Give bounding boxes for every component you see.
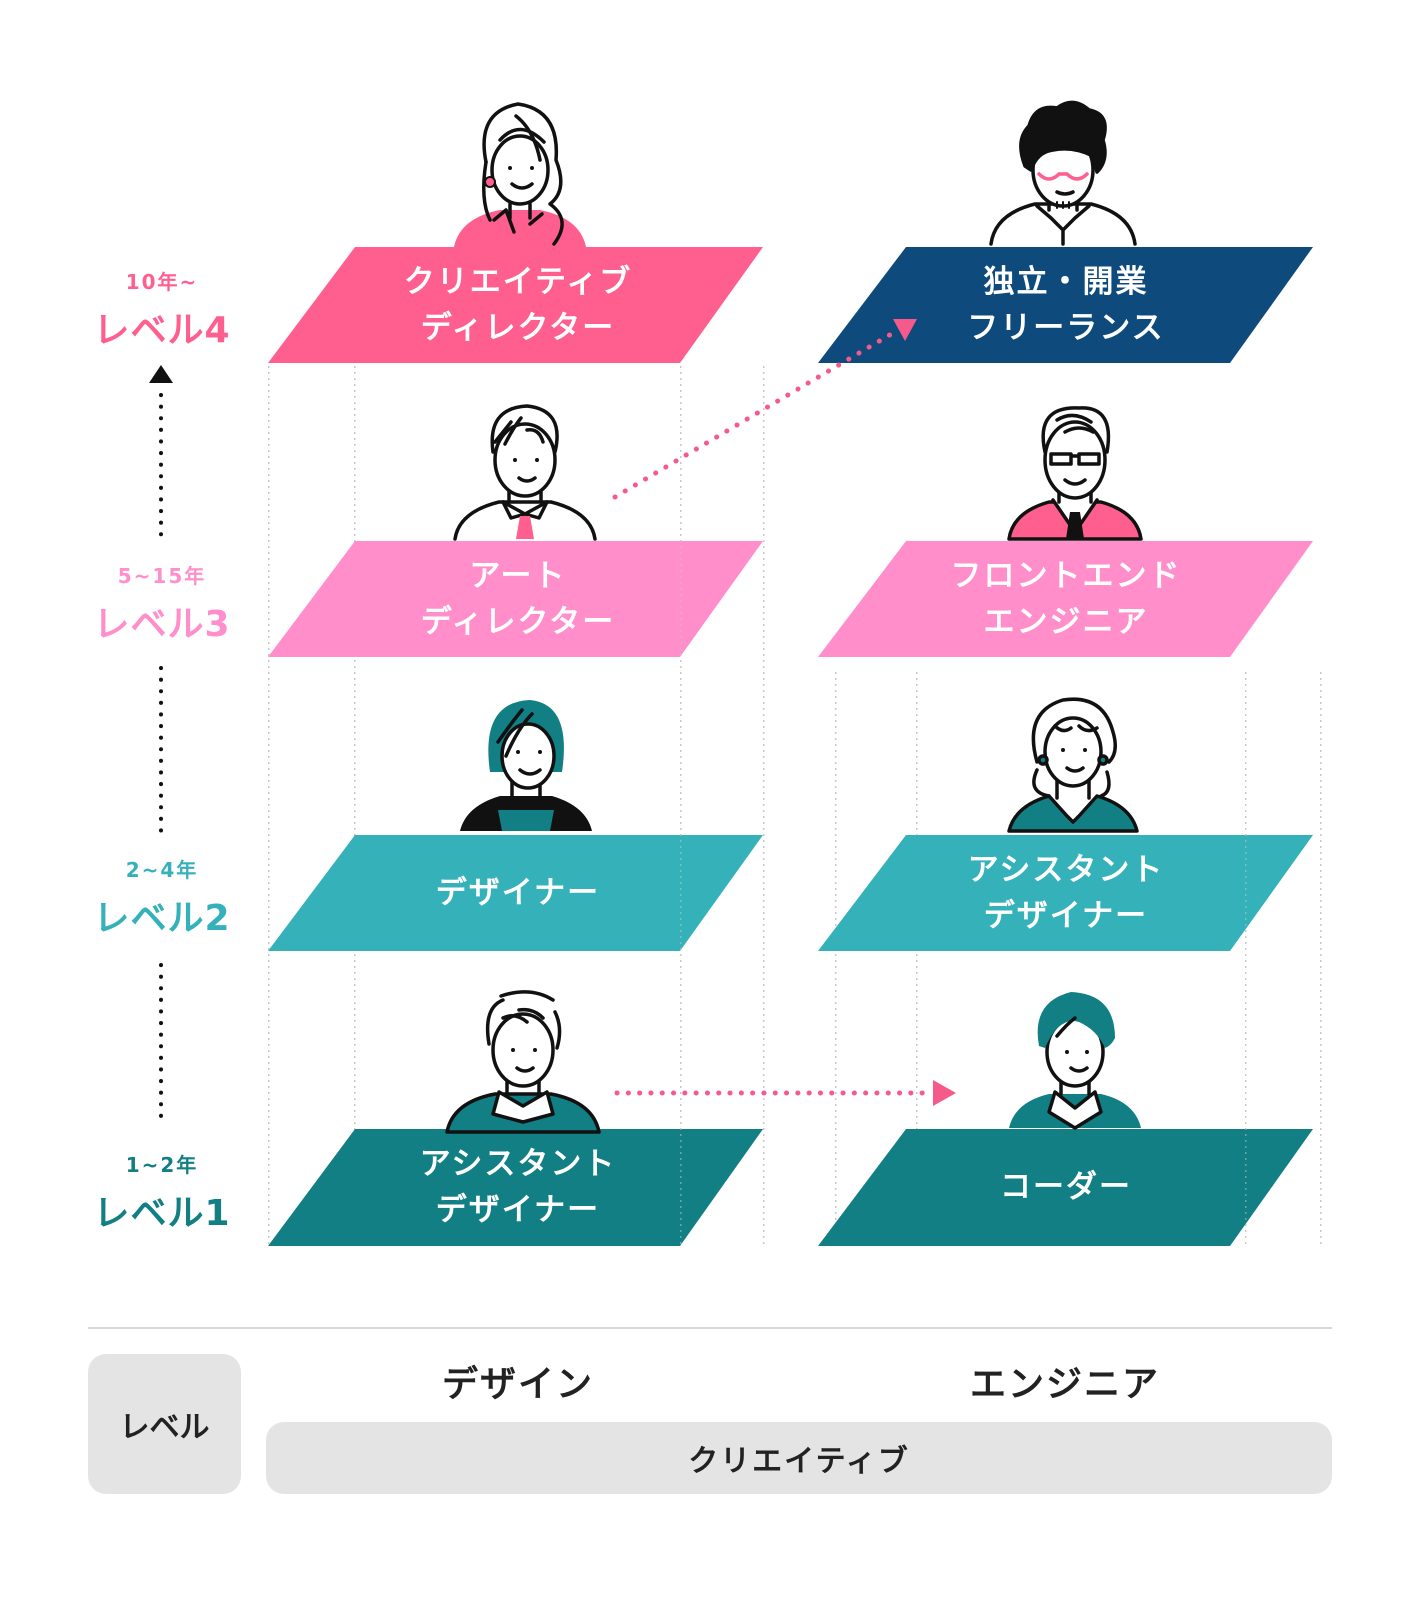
role-line: デザイナー <box>435 1192 601 1228</box>
role-line: ディレクター <box>420 310 616 346</box>
female-wavy-avatar-icon <box>1007 697 1139 833</box>
box-art-director <box>268 541 763 657</box>
male-teal-hair-avatar-icon <box>1009 992 1141 1130</box>
box-assistant-designer-eng <box>818 835 1313 951</box>
box-creative-director <box>268 247 763 363</box>
curly-glasses-avatar-icon <box>989 100 1137 246</box>
diagonal-arrow-icon <box>612 319 917 500</box>
box-frontend-engineer <box>818 541 1313 657</box>
level-1-name: レベル1 <box>93 1193 231 1234</box>
level-4-years: 10年~ <box>125 270 199 294</box>
role-art-director: アート ディレクター <box>318 551 718 647</box>
level-3-years: 5~15年 <box>117 564 207 588</box>
design-column-heading: デザイン <box>441 1364 594 1405</box>
box-coder <box>818 1129 1313 1246</box>
level-2-name: レベル2 <box>93 898 231 939</box>
female-director-avatar-icon <box>454 102 586 247</box>
level-1-years: 1~2年 <box>125 1153 199 1177</box>
male-young-avatar-icon <box>445 990 601 1134</box>
footer-divider <box>88 1327 1332 1329</box>
role-line: ディレクター <box>420 604 616 640</box>
role-line: クリエイティブ <box>403 264 633 300</box>
role-line: デザイナー <box>983 898 1149 934</box>
role-creative-director: クリエイティブ ディレクター <box>318 257 718 353</box>
senior-glasses-avatar-icon <box>1007 406 1143 541</box>
role-line: フロントエンド <box>950 558 1182 594</box>
role-line: アシスタント <box>967 852 1165 888</box>
box-designer <box>268 835 763 951</box>
role-line: フリーランス <box>967 310 1165 346</box>
horizontal-arrow-icon <box>614 1080 956 1106</box>
level-4-name: レベル4 <box>93 310 231 351</box>
role-line: エンジニア <box>983 604 1149 640</box>
creative-category-label: クリエイティブ <box>266 1422 1332 1494</box>
role-line: コーダー <box>1000 1169 1132 1205</box>
level-2-years: 2~4年 <box>125 858 199 882</box>
role-assistant-designer: アシスタント デザイナー <box>318 1139 718 1235</box>
level-2-label: 2~4年 レベル2 <box>72 854 252 941</box>
role-line: 独立・開業 <box>983 264 1149 300</box>
role-designer: デザイナー <box>318 845 718 941</box>
up-arrow-icon <box>149 365 173 1122</box>
level-axis-label: レベル <box>88 1354 241 1494</box>
role-coder: コーダー <box>866 1139 1266 1235</box>
role-line: アート <box>469 558 567 594</box>
level-3-label: 5~15年 レベル3 <box>72 560 252 647</box>
level-3-name: レベル3 <box>93 604 231 645</box>
box-freelance <box>818 247 1313 363</box>
male-tie-avatar-icon <box>453 404 597 541</box>
role-assistant-designer-engineer: アシスタント デザイナー <box>866 845 1266 941</box>
level-1-label: 1~2年 レベル1 <box>72 1149 252 1236</box>
role-line: デザイナー <box>435 875 601 911</box>
role-frontend-engineer: フロントエンド エンジニア <box>866 551 1266 647</box>
engineer-column-heading: エンジニア <box>969 1364 1160 1405</box>
box-assistant-designer <box>268 1129 763 1246</box>
role-freelance: 独立・開業 フリーランス <box>866 257 1266 353</box>
level-4-label: 10年~ レベル4 <box>72 266 252 353</box>
female-bob-avatar-icon <box>460 700 592 831</box>
role-line: アシスタント <box>419 1146 617 1182</box>
